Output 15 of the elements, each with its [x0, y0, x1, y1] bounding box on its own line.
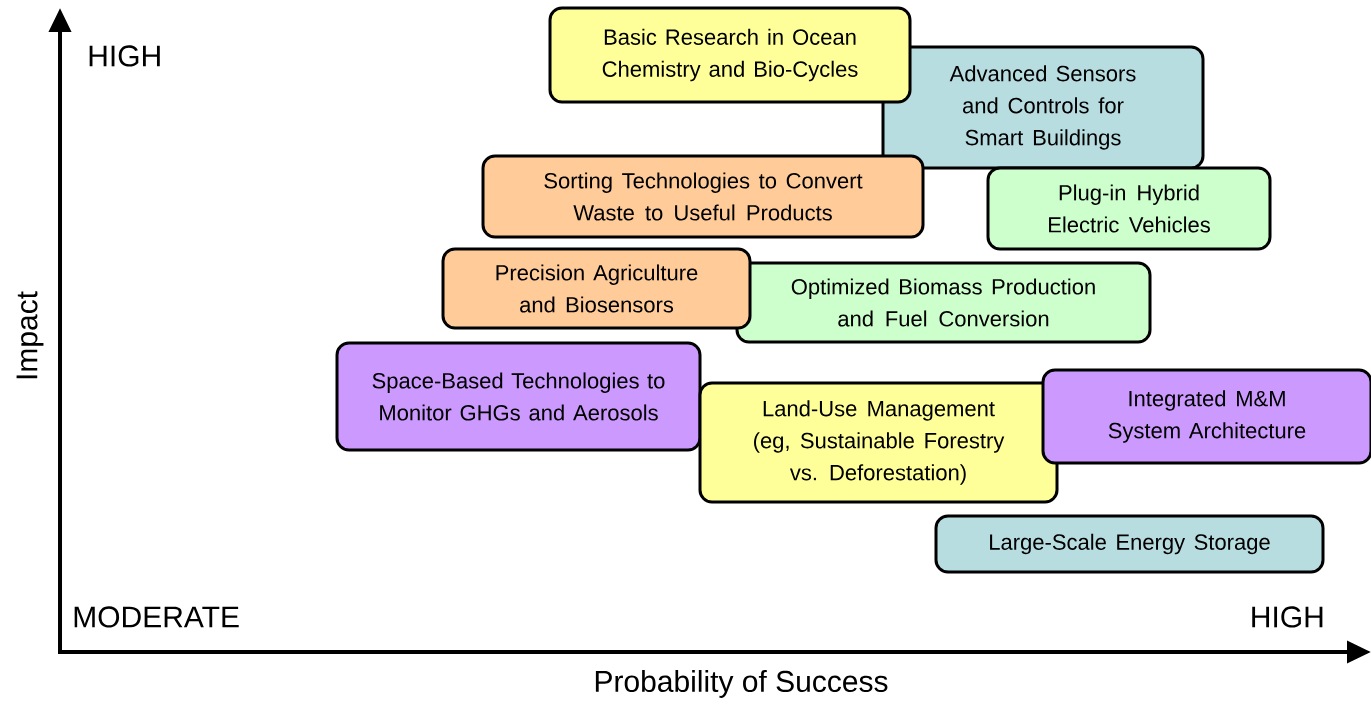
- idea-box: Advanced Sensors and Controls for Smart Buildings: [881, 45, 1205, 170]
- axis-title: Probability of Success: [595, 670, 888, 698]
- idea-box: Optimized Biomass Production and Fuel Conversion: [735, 261, 1152, 344]
- idea-box: Precision Agriculture and Biosensors: [441, 247, 752, 330]
- idea-box: Plug-in Hybrid Electric Vehicles: [986, 166, 1272, 251]
- idea-box: Sorting Technologies to Convert Waste to Useful Products: [481, 154, 925, 239]
- idea-box: Space-Based Technologies to Monitor GHGs and Aerosols: [335, 341, 702, 452]
- axis-label: HIGH: [1252, 606, 1323, 628]
- idea-box: Integrated M&M System Architecture: [1041, 368, 1371, 465]
- axis-label: HIGH: [89, 45, 160, 67]
- idea-box: Large-Scale Energy Storage: [934, 514, 1325, 574]
- idea-box: Land-Use Management (eg, Sustainable Forestry vs. Deforestation): [698, 381, 1059, 504]
- axis-label: MODERATE: [74, 606, 239, 628]
- axis-title: Impact: [16, 291, 44, 379]
- idea-box: Basic Research in Ocean Chemistry and Bio-Cycles: [548, 6, 912, 104]
